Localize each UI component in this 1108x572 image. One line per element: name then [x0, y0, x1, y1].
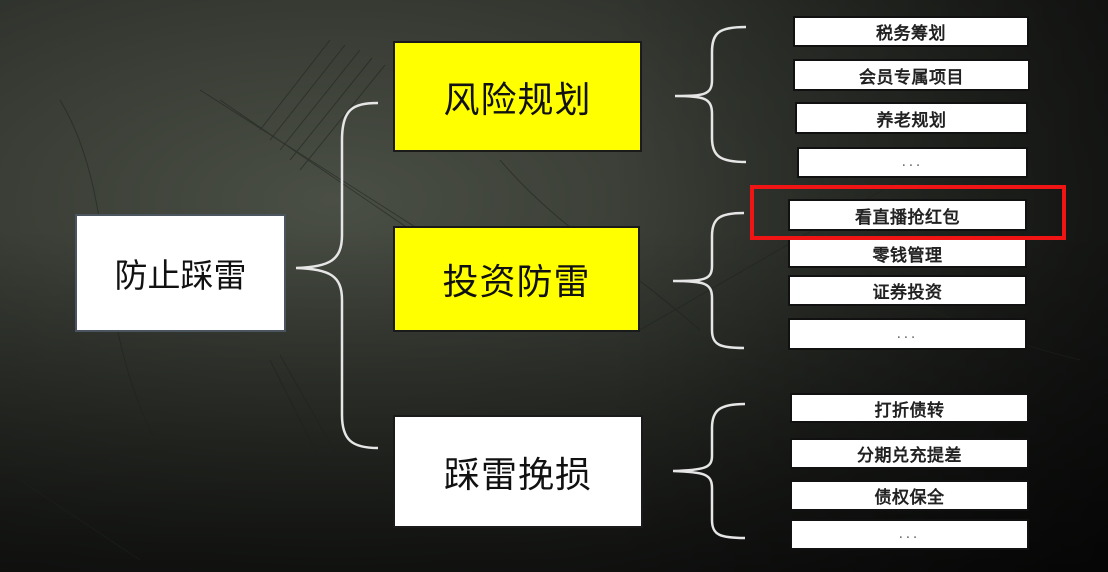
- leaf-item: 养老规划: [795, 102, 1028, 134]
- leaf-item-ellipsis: ...: [790, 519, 1029, 550]
- leaf-label: ...: [901, 155, 924, 170]
- leaf-label: ...: [898, 527, 921, 542]
- leaf-item: 零钱管理: [788, 238, 1027, 268]
- category-label: 踩雷挽损: [443, 454, 592, 496]
- leaf-item-ellipsis: ...: [788, 318, 1027, 350]
- category-label: 风险规划: [443, 79, 592, 121]
- highlight-box: [750, 185, 1066, 240]
- leaf-label: ...: [896, 326, 919, 342]
- leaf-item: 会员专属项目: [793, 59, 1030, 91]
- leaf-label: 债权保全: [874, 488, 945, 508]
- leaf-item: 债权保全: [790, 480, 1029, 511]
- leaf-item: 证券投资: [788, 275, 1027, 306]
- leaf-label: 会员专属项目: [859, 67, 964, 88]
- leaf-item: 分期兑充提差: [790, 438, 1029, 469]
- leaf-label: 养老规划: [876, 110, 947, 131]
- leaf-item-ellipsis: ...: [797, 147, 1028, 178]
- leaf-label: 税务筹划: [876, 24, 946, 44]
- category-node-investment-protection: 投资防雷: [393, 226, 640, 332]
- leaf-item-highlighted: 看直播抢红包: [788, 199, 1027, 231]
- leaf-label: 零钱管理: [872, 245, 943, 266]
- category-label: 投资防雷: [442, 262, 591, 303]
- leaf-label: 分期兑充提差: [857, 446, 962, 466]
- leaf-item: 税务筹划: [793, 16, 1029, 47]
- leaf-item: 打折债转: [790, 393, 1029, 423]
- leaf-label: 打折债转: [874, 400, 945, 421]
- category-node-loss-recovery: 踩雷挽损: [393, 415, 643, 528]
- leaf-label: 证券投资: [872, 283, 943, 303]
- root-node: 防止踩雷: [75, 214, 286, 332]
- root-label: 防止踩雷: [114, 256, 247, 295]
- leaf-label: 看直播抢红包: [855, 207, 960, 228]
- category-node-risk-planning: 风险规划: [393, 41, 642, 152]
